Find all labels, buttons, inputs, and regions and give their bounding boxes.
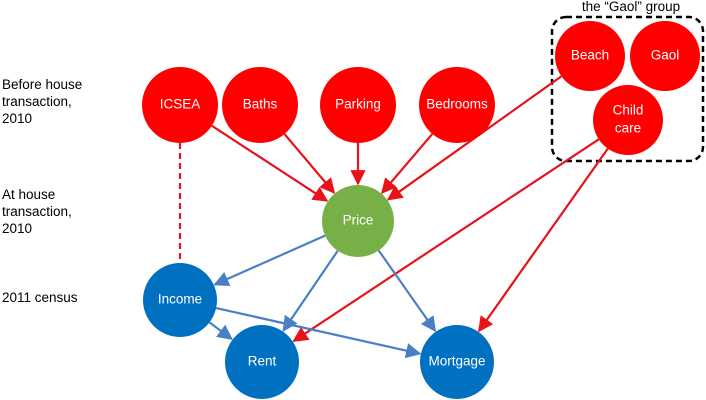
row-label-before-transaction: Before house transaction, 2010 [2, 77, 83, 126]
node-parking: Parking [320, 67, 396, 143]
node-parking-circle [320, 67, 396, 143]
edge-income-to-mortgage [215, 307, 422, 359]
edge-childcare-to-mortgage [478, 147, 609, 333]
node-price-circle [322, 185, 394, 257]
row-label-census: 2011 census [2, 290, 78, 305]
node-price: Price [322, 185, 394, 257]
node-childcare-circle [593, 85, 663, 155]
edge-price-to-mortgage [377, 249, 437, 333]
edge-childcare-to-rent [292, 138, 600, 342]
node-income-circle [143, 263, 217, 337]
node-childcare: Child care [593, 85, 663, 155]
edge-price-to-income [213, 234, 326, 287]
gaol-group-title: the “Gaol” group [581, 0, 681, 14]
node-rent-label: Rent [248, 354, 277, 369]
node-baths-label: Baths [243, 97, 278, 112]
node-price-label: Price [343, 213, 374, 228]
node-income-label: Income [158, 292, 202, 307]
node-beach-label: Beach [571, 48, 609, 63]
node-beach: Beach [555, 21, 625, 91]
node-gaol: Gaol [630, 21, 700, 91]
node-income: Income [143, 263, 217, 337]
node-bedrooms-label: Bedrooms [426, 97, 488, 112]
node-parking-label: Parking [335, 97, 381, 112]
node-gaol-circle [630, 21, 700, 91]
node-childcare-label: care [615, 121, 641, 136]
edge-icsea-to-price [211, 124, 329, 202]
edge-income-to-rent [208, 321, 233, 341]
node-baths: Baths [222, 67, 298, 143]
node-baths-circle [222, 67, 298, 143]
node-rent-circle [225, 325, 299, 399]
node-icsea-label: ICSEA [160, 97, 201, 112]
node-icsea: ICSEA [142, 67, 218, 143]
gaol-group-box [550, 15, 705, 163]
node-mortgage-label: Mortgage [428, 354, 485, 369]
node-beach-circle [555, 21, 625, 91]
edge-bedrooms-to-price [381, 133, 434, 195]
node-childcare-label: Child [613, 103, 644, 118]
node-mortgage: Mortgage [420, 325, 494, 399]
node-gaol-label: Gaol [651, 48, 680, 63]
node-bedrooms-circle [419, 67, 495, 143]
row-label-at-transaction: At house transaction, 2010 [2, 187, 72, 236]
node-icsea-circle [142, 67, 218, 143]
node-bedrooms: Bedrooms [419, 67, 495, 143]
node-rent: Rent [225, 325, 299, 399]
edge-baths-to-price [283, 133, 336, 194]
node-mortgage-circle [420, 325, 494, 399]
edge-price-to-rent [282, 250, 339, 332]
